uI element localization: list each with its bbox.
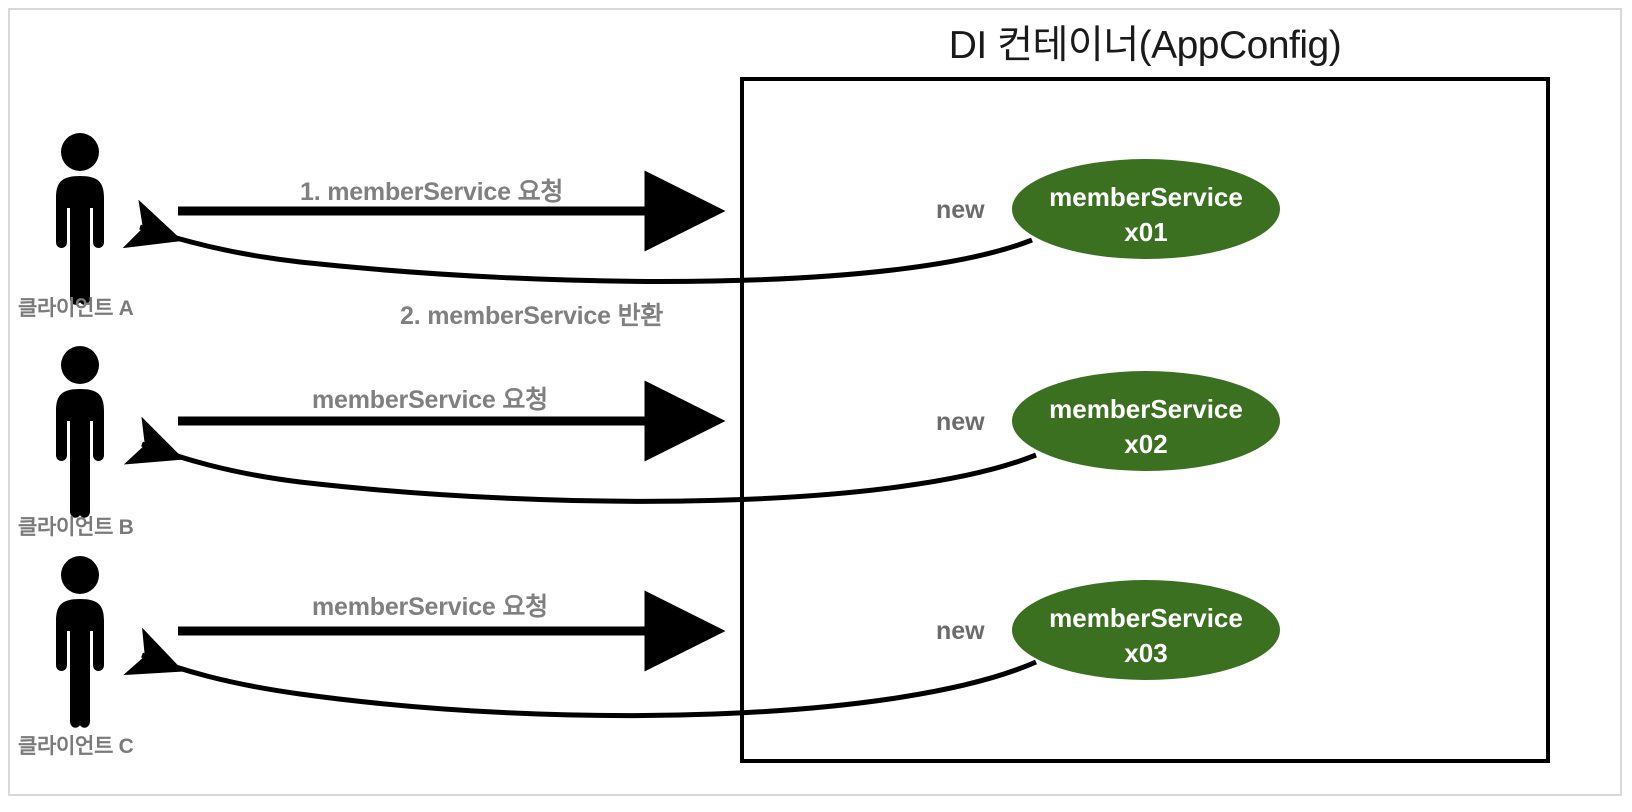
client-label-c: 클라이언트 C — [18, 735, 134, 758]
bean-ellipse-x01 — [1012, 159, 1280, 259]
client-label-b: 클라이언트 B — [18, 516, 134, 539]
request-label-c: memberService 요청 — [312, 593, 548, 621]
new-label-b: new — [936, 408, 985, 436]
client-figure-c — [56, 556, 104, 728]
bean-label-x02-line2: x02 — [1124, 429, 1167, 459]
new-label-c: new — [936, 617, 985, 645]
bean-ellipse-x02 — [1012, 371, 1280, 471]
return-arrow-a — [122, 199, 1033, 284]
new-label-a: new — [936, 196, 985, 224]
outer-frame — [8, 8, 1622, 796]
bean-label-x03-line2: x03 — [1124, 638, 1167, 668]
di-container-box — [740, 77, 1550, 763]
bean-label-x02-line1: memberService — [1049, 394, 1243, 424]
bean-ellipse-x03 — [1012, 580, 1280, 680]
request-label-a: 1. memberService 요청 — [300, 178, 564, 206]
return-arrow-b — [123, 416, 1037, 504]
bean-label-x01-line2: x01 — [1124, 217, 1167, 247]
return-arrow-c — [123, 627, 1038, 719]
return-label-a: 2. memberService 반환 — [400, 302, 664, 330]
di-container-title: DI 컨테이너(AppConfig) — [948, 24, 1342, 67]
client-figure-b — [56, 346, 104, 518]
bean-label-x01-line1: memberService — [1049, 182, 1243, 212]
request-label-b: memberService 요청 — [312, 386, 548, 414]
bean-label-x03-line1: memberService — [1049, 603, 1243, 633]
client-figure-a — [56, 133, 104, 305]
client-label-a: 클라이언트 A — [18, 297, 134, 320]
